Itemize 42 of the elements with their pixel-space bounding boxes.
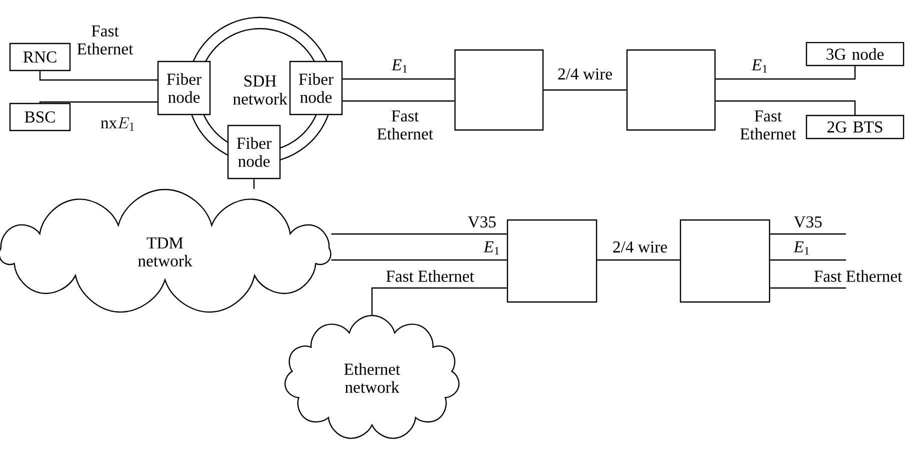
device-box bbox=[626, 49, 716, 131]
connection-line bbox=[331, 259, 507, 261]
edge-label: Fast Ethernet bbox=[377, 110, 434, 140]
device-box: Fiber node bbox=[157, 60, 211, 116]
edge-label: Fast Ethernet bbox=[740, 110, 796, 140]
device-box: 2G BTS bbox=[806, 114, 904, 140]
device-box: Fiber node bbox=[227, 124, 281, 180]
edge-label: E$_{1}$ bbox=[483, 241, 499, 255]
connection-line bbox=[39, 101, 158, 104]
device-box: BSC bbox=[9, 102, 71, 132]
connection-line bbox=[331, 233, 507, 235]
connection-line bbox=[39, 71, 158, 81]
edge-label: Fast Ethernet bbox=[77, 25, 134, 55]
device-box: 3G node bbox=[806, 42, 904, 66]
edge-label: E$_{1}$ bbox=[793, 241, 809, 255]
connection-line bbox=[716, 100, 856, 115]
connection-line bbox=[770, 259, 846, 261]
connection-line bbox=[770, 287, 846, 289]
connection-line bbox=[770, 233, 846, 235]
device-box bbox=[506, 219, 598, 303]
network-cloud: TDM network bbox=[0, 188, 332, 313]
network-cloud: Ethernet network bbox=[284, 314, 460, 439]
device-box: RNC bbox=[9, 42, 71, 72]
edge-label: Fast Ethernet bbox=[386, 270, 474, 282]
connection-line bbox=[342, 100, 454, 102]
edge-label: V35 bbox=[468, 216, 496, 228]
connection-line bbox=[371, 287, 507, 315]
connection-line bbox=[253, 179, 255, 189]
device-box bbox=[680, 219, 770, 303]
connection-line bbox=[716, 66, 856, 80]
connection-line bbox=[597, 259, 680, 261]
edge-label: E$_{1}$ bbox=[391, 59, 407, 73]
edge-label: Fast Ethernet bbox=[814, 270, 902, 282]
edge-label: $\mathrm{nx}E_{1}$ bbox=[100, 117, 134, 131]
edge-label: 2/4 wire bbox=[558, 68, 612, 80]
connection-line bbox=[342, 78, 454, 80]
connection-line bbox=[544, 89, 626, 91]
edge-label: 2/4 wire bbox=[613, 241, 667, 253]
device-box bbox=[454, 49, 544, 131]
edge-label: E$_{1}$ bbox=[751, 59, 767, 73]
edge-label: V35 bbox=[794, 216, 822, 228]
device-box: Fiber node bbox=[289, 60, 343, 116]
